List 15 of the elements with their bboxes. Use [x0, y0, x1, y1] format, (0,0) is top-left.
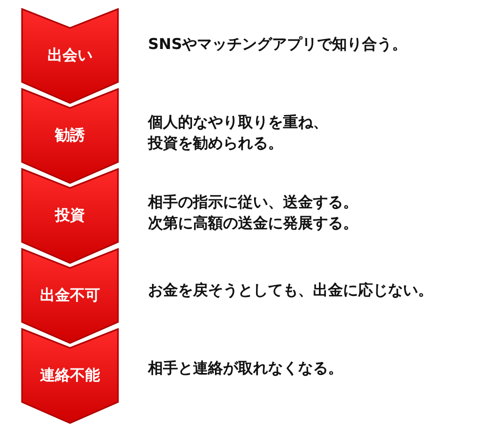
step-label: 出金不可 — [39, 286, 101, 305]
step-label: 勧誘 — [54, 126, 86, 145]
description-text: お金を戻そうとしても、出金に応じない。 — [148, 280, 434, 301]
description-text: 相手の指示に従い、送金する。次第に高額の送金に発展する。 — [148, 192, 359, 234]
chevron-step — [21, 328, 119, 424]
step-label: 出会い — [46, 46, 94, 65]
description-text: 個人的なやり取りを重ね、投資を勧められる。 — [148, 112, 329, 154]
chevron-step — [21, 88, 119, 184]
description-text: SNSやマッチングアプリで知り合う。 — [148, 34, 408, 55]
step-label: 連絡不能 — [39, 366, 101, 385]
description-text: 相手と連絡が取れなくなる。 — [148, 358, 344, 379]
step-label: 投資 — [54, 206, 86, 225]
chevron-step — [21, 248, 119, 344]
chevron-step — [21, 168, 119, 264]
chevron-step — [21, 8, 119, 104]
